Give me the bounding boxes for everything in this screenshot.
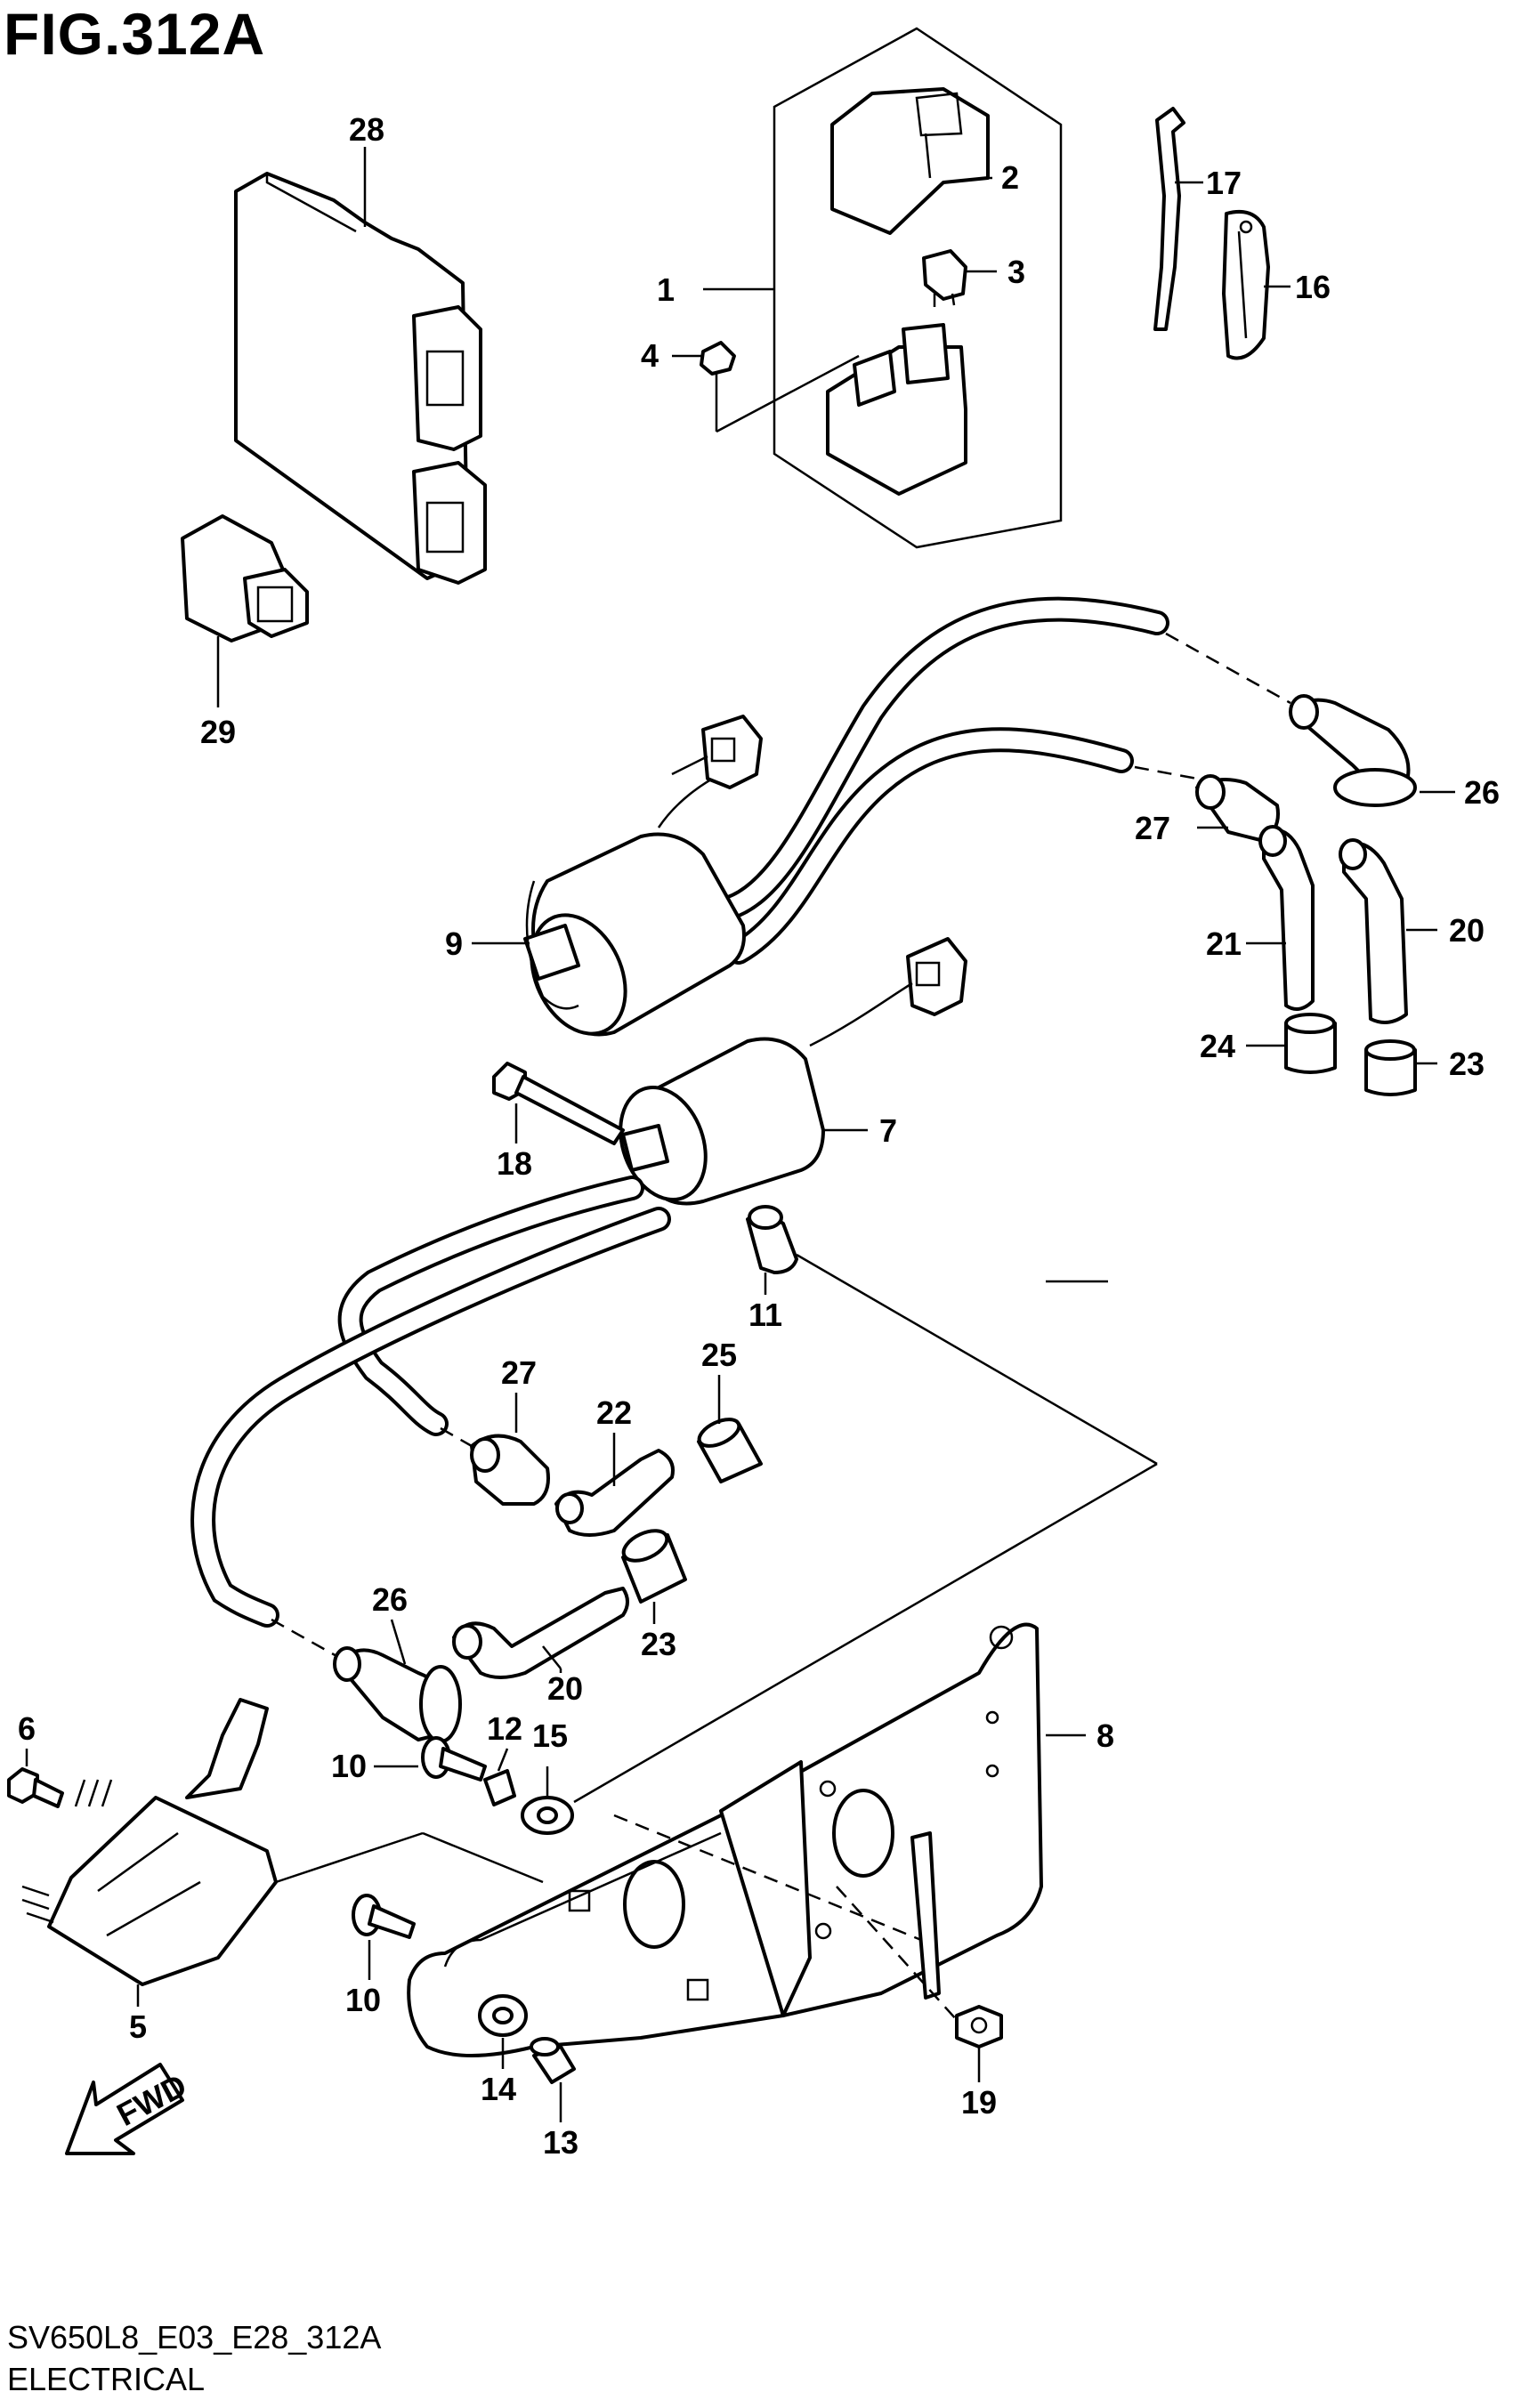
callout-12: 12 xyxy=(487,1710,522,1747)
lower-coil-connector-part xyxy=(809,937,967,1047)
plug-cap-20-lower-part xyxy=(452,1587,629,1679)
callout-7: 7 xyxy=(879,1112,897,1149)
callout-19: 19 xyxy=(961,2084,997,2121)
plug-cap-26-lower-part xyxy=(333,1646,462,1743)
callout-8: 8 xyxy=(1096,1717,1114,1754)
grommet-14-part xyxy=(478,1994,528,2037)
callout-11: 11 xyxy=(748,1297,782,1333)
grommet-15-part xyxy=(521,1796,574,1835)
starter-relay-part xyxy=(826,323,967,496)
leader-lines xyxy=(25,147,1455,2122)
callout-23a: 23 xyxy=(1449,1046,1485,1082)
callout-23b: 23 xyxy=(641,1626,676,1662)
callout-10a: 10 xyxy=(331,1748,367,1784)
callout-labels: 1 2 3 4 5 6 7 8 9 10 10 11 12 13 14 15 1… xyxy=(18,111,1500,2161)
callout-13: 13 xyxy=(543,2124,578,2161)
upper-coil-cables xyxy=(717,596,1169,965)
seal-23-lower-part xyxy=(621,1529,687,1604)
ignition-coil-lower-part xyxy=(619,1037,825,1206)
callout-27b: 27 xyxy=(501,1354,537,1391)
relay-kit-frame xyxy=(773,27,1063,549)
callout-25: 25 xyxy=(701,1337,737,1373)
bolt-10-lower-part xyxy=(352,1894,416,1939)
plug-cap-20-upper-part xyxy=(1339,838,1408,1024)
clamp-part xyxy=(1222,209,1270,360)
spacer-11-part xyxy=(746,1205,798,1274)
callout-4: 4 xyxy=(641,337,659,374)
callout-28: 28 xyxy=(349,111,384,148)
callout-3: 3 xyxy=(1007,254,1025,290)
collar-12-part xyxy=(483,1769,516,1806)
plug-cap-22-part xyxy=(554,1449,675,1537)
figure-caption: ELECTRICAL xyxy=(7,2361,206,2397)
collar-13-part xyxy=(530,2037,576,2084)
callout-16: 16 xyxy=(1295,269,1331,305)
callout-29: 29 xyxy=(200,714,236,750)
callout-17: 17 xyxy=(1206,165,1242,201)
figure-code: SV650L8_E03_E28_312A xyxy=(7,2319,382,2355)
callout-21: 21 xyxy=(1206,925,1242,962)
regulator-part xyxy=(21,1698,278,1986)
plug-cap-21-part xyxy=(1258,825,1315,1011)
lower-coil-cables xyxy=(190,1176,671,1628)
nut-19-part xyxy=(955,2005,1003,2048)
callout-24: 24 xyxy=(1200,1028,1235,1064)
callout-14: 14 xyxy=(481,2071,516,2107)
bolt-10-upper-part xyxy=(421,1736,487,1782)
callout-18: 18 xyxy=(497,1145,532,1182)
coil-bracket-part xyxy=(407,1622,1043,2057)
bolt-6-part xyxy=(7,1767,64,1808)
seal-23-upper-part xyxy=(1364,1039,1417,1096)
ecm-part xyxy=(234,172,487,585)
seal-24-part xyxy=(1284,1013,1337,1074)
callout-1: 1 xyxy=(657,271,675,308)
seal-25-part xyxy=(697,1418,763,1483)
upper-coil-connector-part xyxy=(671,715,763,789)
screw-part xyxy=(700,341,736,396)
callout-27a: 27 xyxy=(1135,810,1170,846)
callout-6: 6 xyxy=(18,1710,36,1747)
ignition-coil-upper-part xyxy=(523,772,746,1037)
callout-20a: 20 xyxy=(1449,912,1485,949)
figure-title: FIG.312A xyxy=(4,1,266,67)
fwd-arrow-icon xyxy=(65,2063,184,2155)
callout-20b: 20 xyxy=(547,1670,583,1707)
plug-cap-27-lower-part xyxy=(470,1434,550,1506)
callout-15: 15 xyxy=(532,1717,568,1754)
cable-tie-part xyxy=(1153,107,1185,331)
fuse-part xyxy=(922,249,967,307)
callout-22: 22 xyxy=(596,1394,632,1431)
callout-9: 9 xyxy=(445,925,463,962)
callout-26a: 26 xyxy=(1464,774,1500,811)
callout-26b: 26 xyxy=(372,1581,408,1618)
callout-5: 5 xyxy=(129,2008,147,2045)
plug-cap-27-upper-part xyxy=(1195,774,1280,843)
callout-2: 2 xyxy=(1001,159,1019,196)
bolt-18-part xyxy=(492,1062,625,1145)
relay-connector-part xyxy=(181,514,309,642)
relay-cover-part xyxy=(830,87,990,235)
callout-10b: 10 xyxy=(345,1982,381,2018)
plug-cap-26-part xyxy=(1289,694,1417,807)
